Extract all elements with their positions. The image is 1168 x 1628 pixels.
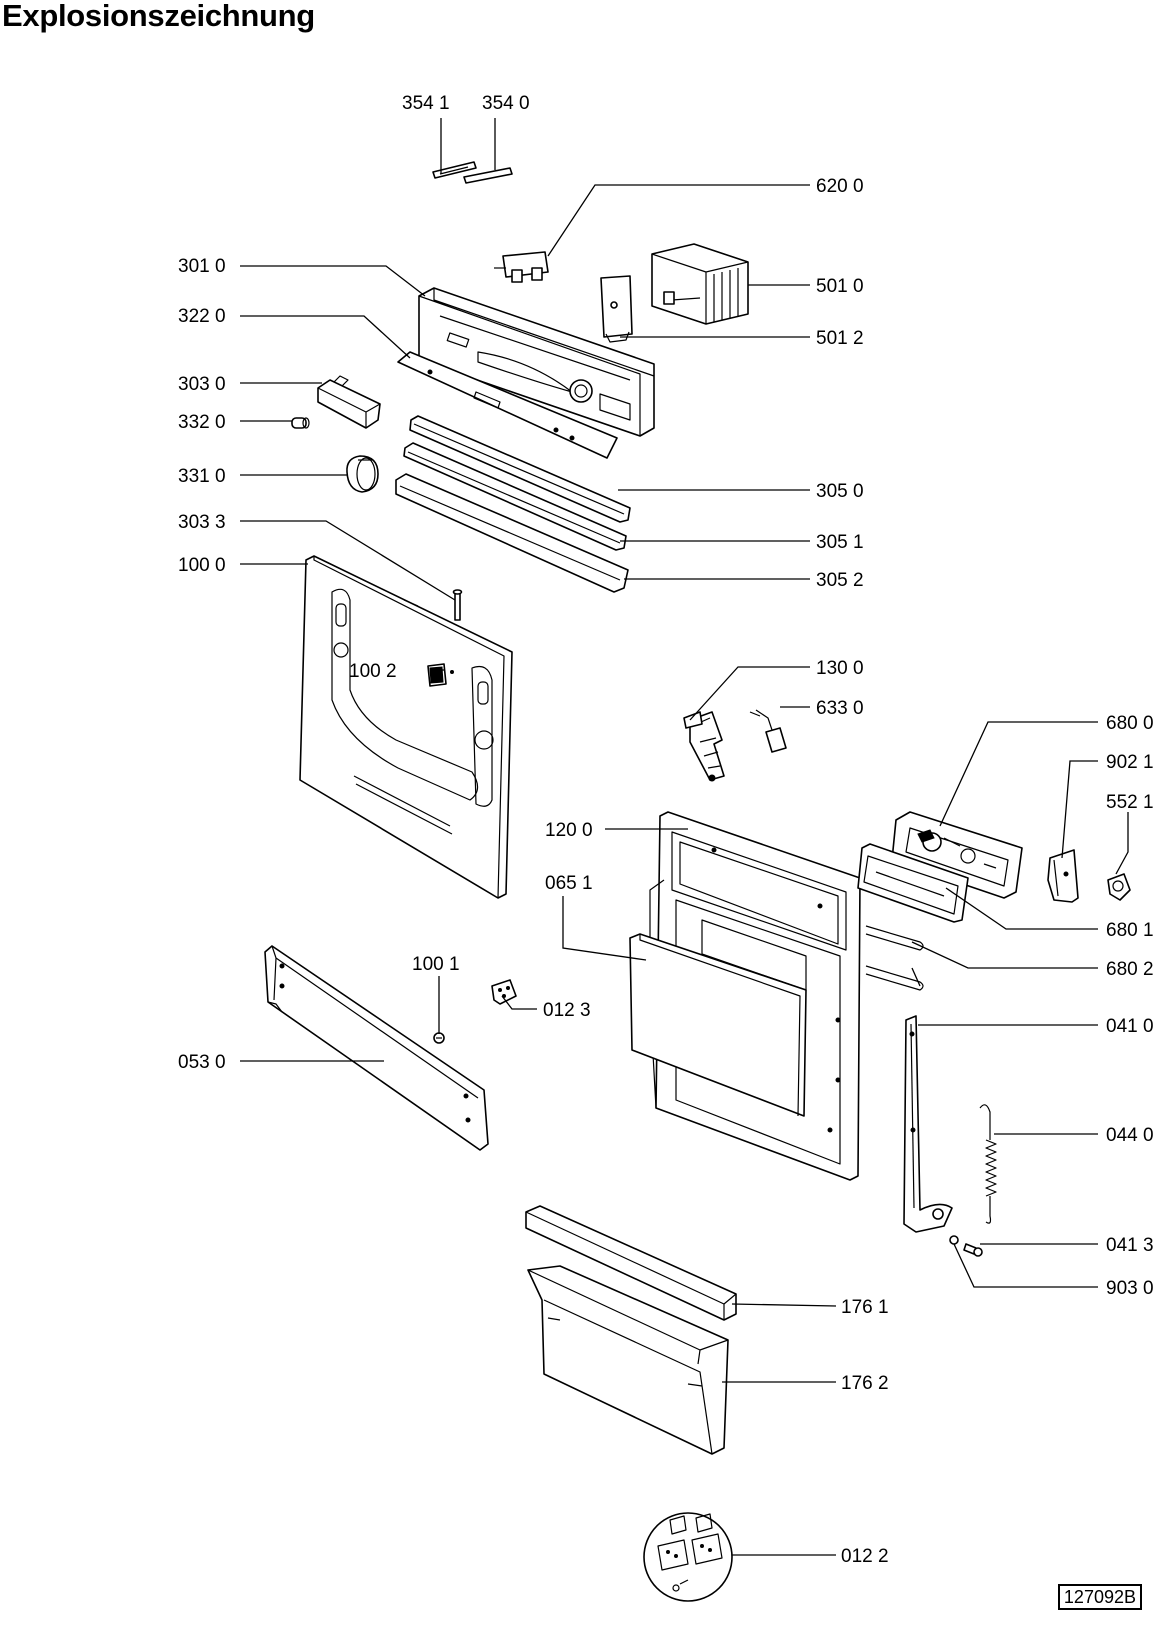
- part-100-screw: [433, 1032, 445, 1044]
- drawing-code-box: 127092B: [1057, 1584, 1142, 1610]
- part-044-spring: [979, 1104, 997, 1224]
- label-680-2: 680 2: [1106, 959, 1154, 980]
- part-176-rail: [525, 1205, 737, 1321]
- label-354-1: 354 1: [402, 93, 450, 114]
- label-100-2: 100 2: [349, 661, 397, 682]
- label-903-0: 903 0: [1106, 1278, 1154, 1299]
- label-120-0: 120 0: [545, 820, 593, 841]
- part-012-hinge-plate: [491, 979, 517, 1005]
- label-305-1: 305 1: [816, 532, 864, 553]
- leader-lines: [240, 118, 1129, 1556]
- part-680-rods: [865, 925, 924, 991]
- label-332-0: 332 0: [178, 412, 226, 433]
- label-680-0: 680 0: [1106, 713, 1154, 734]
- label-552-1: 552 1: [1106, 792, 1154, 813]
- part-552-fitting: [1107, 873, 1131, 901]
- part-332-cap: [291, 417, 310, 429]
- part-053-lower-panel: [264, 945, 489, 1151]
- part-680-gasket: [857, 843, 969, 923]
- label-301-0: 301 0: [178, 256, 226, 277]
- part-301-control-panel: [418, 287, 655, 437]
- label-305-0: 305 0: [816, 481, 864, 502]
- part-305-seals: [395, 415, 631, 593]
- part-501-programmer: [651, 243, 749, 325]
- label-354-0: 354 0: [482, 93, 530, 114]
- part-501-bracket: [600, 275, 633, 343]
- label-044-0: 044 0: [1106, 1125, 1154, 1146]
- label-322-0: 322 0: [178, 306, 226, 327]
- part-176-kickplate: [527, 1265, 729, 1455]
- part-100-outer-panel: [299, 555, 513, 899]
- label-012-2: 012 2: [841, 1546, 889, 1567]
- label-176-1: 176 1: [841, 1297, 889, 1318]
- part-303-bolt: [452, 589, 463, 621]
- label-065-1: 065 1: [545, 873, 593, 894]
- label-305-2: 305 2: [816, 570, 864, 591]
- part-902-bracket: [1047, 849, 1079, 903]
- label-041-3: 041 3: [1106, 1235, 1154, 1256]
- label-620-0: 620 0: [816, 176, 864, 197]
- label-501-2: 501 2: [816, 328, 864, 349]
- part-012-detail-kit: [643, 1512, 733, 1602]
- page-title: Explosionszeichnung: [2, 0, 315, 33]
- label-501-0: 501 0: [816, 276, 864, 297]
- label-303-3: 303 3: [178, 512, 226, 533]
- label-902-1: 902 1: [1106, 752, 1154, 773]
- label-012-3: 012 3: [543, 1000, 591, 1021]
- part-680-dispenser: [891, 811, 1023, 899]
- part-065-plate: [629, 933, 807, 1117]
- part-331-knob: [346, 455, 379, 493]
- part-130-door-lock: [683, 711, 725, 782]
- label-130-0: 130 0: [816, 658, 864, 679]
- label-100-1: 100 1: [412, 954, 460, 975]
- part-620-switch: [494, 251, 549, 283]
- label-041-0: 041 0: [1106, 1016, 1154, 1037]
- part-354-pins: [432, 161, 513, 184]
- label-303-0: 303 0: [178, 374, 226, 395]
- label-176-2: 176 2: [841, 1373, 889, 1394]
- part-041-hinge-arm: [903, 1015, 953, 1233]
- part-041-screw: [963, 1243, 983, 1257]
- part-322-strip: [397, 351, 618, 459]
- part-303-handle: [317, 375, 381, 429]
- label-331-0: 331 0: [178, 466, 226, 487]
- label-633-0: 633 0: [816, 698, 864, 719]
- part-633-microswitch: [749, 709, 787, 753]
- label-680-1: 680 1: [1106, 920, 1154, 941]
- part-labels: 354 1 354 0 620 0 301 0 501 0 501 2 322 …: [178, 93, 1154, 1567]
- label-053-0: 053 0: [178, 1052, 226, 1073]
- part-903-washer: [949, 1235, 959, 1245]
- label-100-0: 100 0: [178, 555, 226, 576]
